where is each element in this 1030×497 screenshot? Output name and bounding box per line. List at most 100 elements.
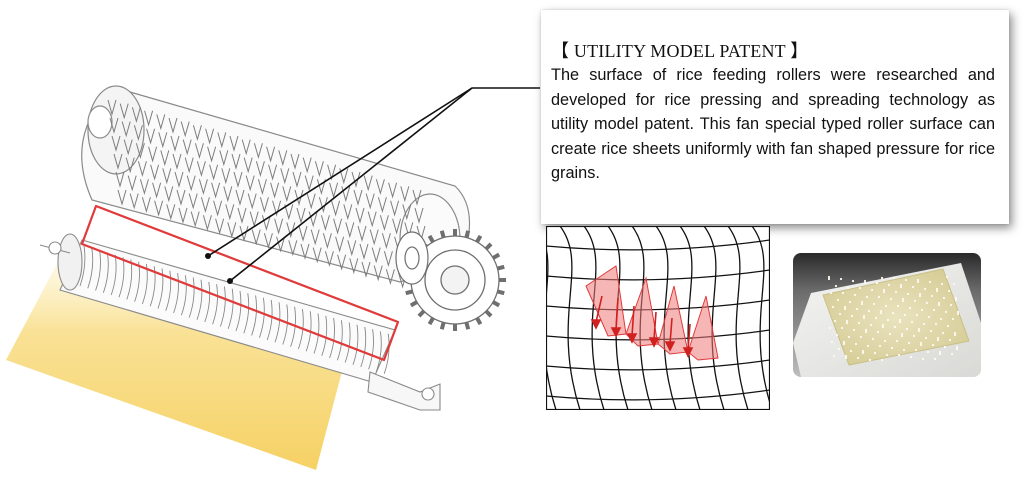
roller-tooth xyxy=(233,171,243,188)
rice-grain xyxy=(919,341,923,345)
gear-tooth xyxy=(464,230,471,239)
gear-tooth xyxy=(417,309,426,318)
roller-tooth xyxy=(329,317,335,359)
rice-grain xyxy=(946,324,950,328)
rice-grain xyxy=(891,311,895,315)
grain-line xyxy=(703,226,725,410)
patent-title: 【 UTILITY MODEL PATENT 】 xyxy=(551,41,809,61)
rice-grain xyxy=(937,303,941,307)
roller-tooth xyxy=(180,275,187,316)
roller-tooth xyxy=(272,200,282,217)
roller-tooth xyxy=(184,157,194,174)
rice-grain xyxy=(882,290,886,294)
roller-tooth xyxy=(111,135,121,152)
rice-grain xyxy=(930,294,934,298)
rice-grain xyxy=(904,278,908,282)
roller-tooth xyxy=(322,233,332,250)
rice-grain xyxy=(931,343,935,347)
roller-tooth xyxy=(237,207,247,224)
roller-tooth xyxy=(365,193,375,210)
gear-tooth xyxy=(484,309,493,318)
roller-tooth xyxy=(278,150,288,167)
rice-grain xyxy=(945,275,949,279)
roller-tooth xyxy=(314,161,324,178)
roller-tooth xyxy=(200,197,210,214)
roller-tooth xyxy=(383,333,390,374)
roller-tooth xyxy=(274,218,284,235)
rice-grain xyxy=(907,341,911,345)
roller-tooth xyxy=(259,197,269,214)
pressure-arrows xyxy=(590,295,694,358)
rice-grain xyxy=(898,318,902,322)
rice-grain xyxy=(861,351,865,355)
rice-grain xyxy=(954,296,958,300)
rice-grain xyxy=(941,331,945,335)
roller-tooth xyxy=(349,258,359,275)
roller-tooth xyxy=(148,146,158,163)
roller-tooth xyxy=(202,215,212,232)
roller-tooth xyxy=(377,197,387,214)
rice-grain xyxy=(837,347,841,351)
grain-line xyxy=(546,269,770,281)
roller-tooth xyxy=(312,247,322,264)
rice-grain xyxy=(860,302,864,306)
roller-tooth xyxy=(219,286,226,327)
roller-tooth xyxy=(135,143,145,160)
roller-tooth xyxy=(79,245,86,287)
roller-tooth xyxy=(154,200,164,217)
rice-grain xyxy=(847,335,851,339)
rice-grain xyxy=(935,289,939,293)
rice-grain xyxy=(856,356,860,360)
roller-tooth xyxy=(355,207,365,224)
roller-tooth xyxy=(292,171,302,188)
roller-tooth xyxy=(266,146,276,163)
rice-grain xyxy=(834,284,838,288)
gear-tooth xyxy=(484,242,493,251)
roller-tooth xyxy=(127,175,137,192)
rice-grain xyxy=(880,358,884,362)
roller-tooth xyxy=(119,103,129,120)
gear-tooth xyxy=(496,289,505,296)
rice-grain xyxy=(926,350,930,354)
rice-grain xyxy=(868,358,872,362)
rice-grain xyxy=(935,287,939,291)
roller-tooth xyxy=(231,153,241,170)
roller-tooth xyxy=(263,233,273,250)
rice-grain xyxy=(938,352,942,356)
roller-tooth xyxy=(247,193,257,210)
rice-grain xyxy=(845,319,849,323)
roller-tooth xyxy=(304,175,314,192)
rice-grain xyxy=(879,311,883,315)
roller-tooth xyxy=(339,168,349,185)
roller-tooth xyxy=(149,266,156,307)
rice-grain xyxy=(854,342,858,346)
rice-grain xyxy=(910,320,914,324)
roller-tooth xyxy=(400,186,410,203)
rice-grain xyxy=(954,298,958,302)
rice-grain xyxy=(892,276,896,280)
roller-tooth xyxy=(343,204,353,221)
rice-grain xyxy=(864,328,868,332)
roller-tooth xyxy=(212,284,218,325)
roller-tooth xyxy=(170,135,180,152)
roller-tooth xyxy=(298,225,308,242)
roller-tooth xyxy=(211,182,221,199)
roller-tooth xyxy=(268,164,278,181)
roller-tooth xyxy=(369,229,379,246)
rice-grain xyxy=(955,345,959,349)
roller-tooth xyxy=(347,240,357,257)
rice-grain xyxy=(843,305,847,309)
rice-grain xyxy=(874,316,878,320)
rice-grain xyxy=(912,334,916,338)
rice-grain xyxy=(937,301,941,305)
rice-grain xyxy=(842,342,846,346)
grain-line xyxy=(546,389,770,401)
roller-tooth xyxy=(280,168,290,185)
roller-tooth xyxy=(157,268,164,309)
rice-grain xyxy=(845,321,849,325)
roller-tooth xyxy=(146,128,156,145)
roller-tooth xyxy=(270,182,280,199)
callout-lines xyxy=(207,87,540,282)
roller-tooth xyxy=(150,164,160,181)
rice-grain xyxy=(901,297,905,301)
